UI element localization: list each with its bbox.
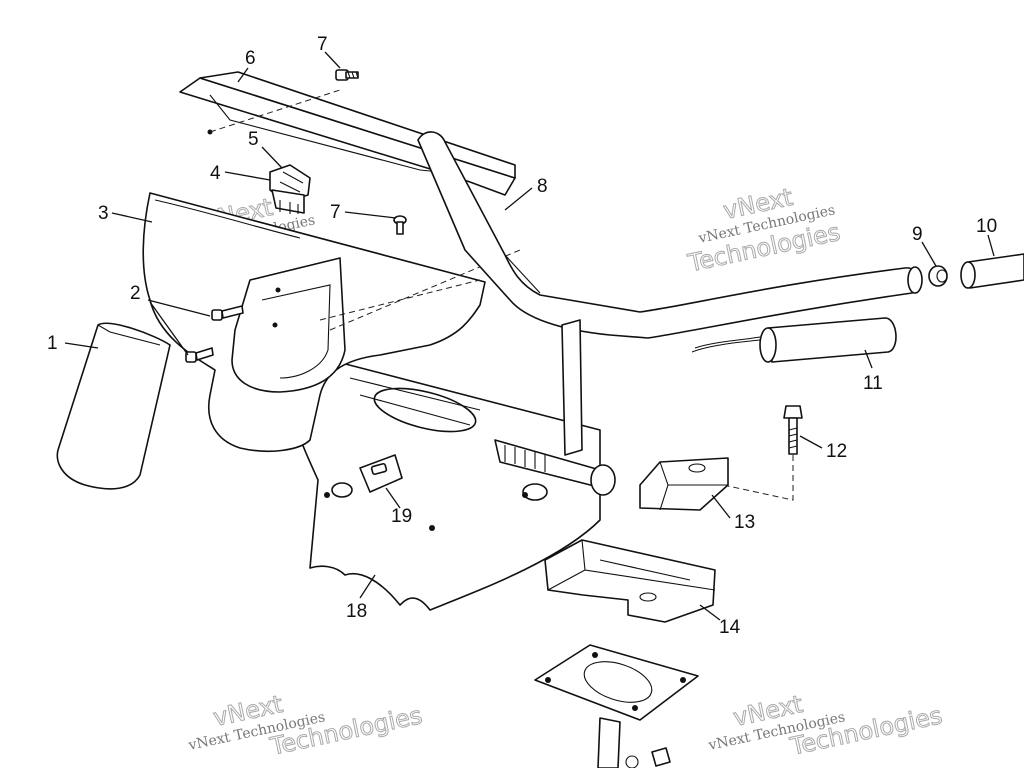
callout-6: 6 xyxy=(245,48,256,69)
callout-11: 11 xyxy=(863,373,883,394)
callout-18: 18 xyxy=(346,601,367,622)
callout-9: 9 xyxy=(912,224,923,245)
part-19-grommet xyxy=(359,454,403,493)
callout-7-upper: 7 xyxy=(317,34,328,55)
part-8-handlebar xyxy=(417,131,923,339)
part-11-throttle-grip xyxy=(691,317,897,363)
mounting-plate xyxy=(534,644,699,768)
part-3-hood-panel xyxy=(142,192,521,453)
callout-8: 8 xyxy=(537,176,548,197)
callout-3: 3 xyxy=(98,203,109,224)
callout-12: 12 xyxy=(826,441,847,462)
part-2-screw-b xyxy=(185,347,214,363)
part-7-rivet-lower xyxy=(393,215,407,235)
callout-14: 14 xyxy=(719,617,741,638)
callout-5: 5 xyxy=(248,129,259,150)
callout-4: 4 xyxy=(210,163,221,184)
part-10-grip xyxy=(960,253,1024,289)
part-4-switch-connector xyxy=(271,189,305,214)
callout-7-lower: 7 xyxy=(330,202,341,223)
leader-lines xyxy=(64,51,995,621)
part-6-cover-plate xyxy=(179,71,516,196)
part-14-lower-clamp xyxy=(544,539,716,623)
callout-2: 2 xyxy=(130,283,141,304)
part-7-screw-upper xyxy=(335,69,359,81)
part-2-screw-a xyxy=(211,305,244,321)
watermark-big-b: Technologies xyxy=(267,701,425,761)
callout-10: 10 xyxy=(976,216,997,237)
watermark-big-b: Technologies xyxy=(787,701,945,761)
callout-19: 19 xyxy=(391,506,412,527)
callout-13: 13 xyxy=(734,512,755,533)
callout-labels: 1 2 3 4 5 6 7 7 8 9 10 11 12 13 14 18 19 xyxy=(47,34,997,638)
part-18-lower-fairing xyxy=(295,359,601,611)
steering-post xyxy=(494,319,616,496)
callout-1: 1 xyxy=(47,333,58,354)
part-9-bar-end xyxy=(928,265,948,287)
part-1-cover xyxy=(56,322,171,490)
part-13-upper-clamp xyxy=(639,457,729,511)
part-12-bolt xyxy=(699,405,803,501)
